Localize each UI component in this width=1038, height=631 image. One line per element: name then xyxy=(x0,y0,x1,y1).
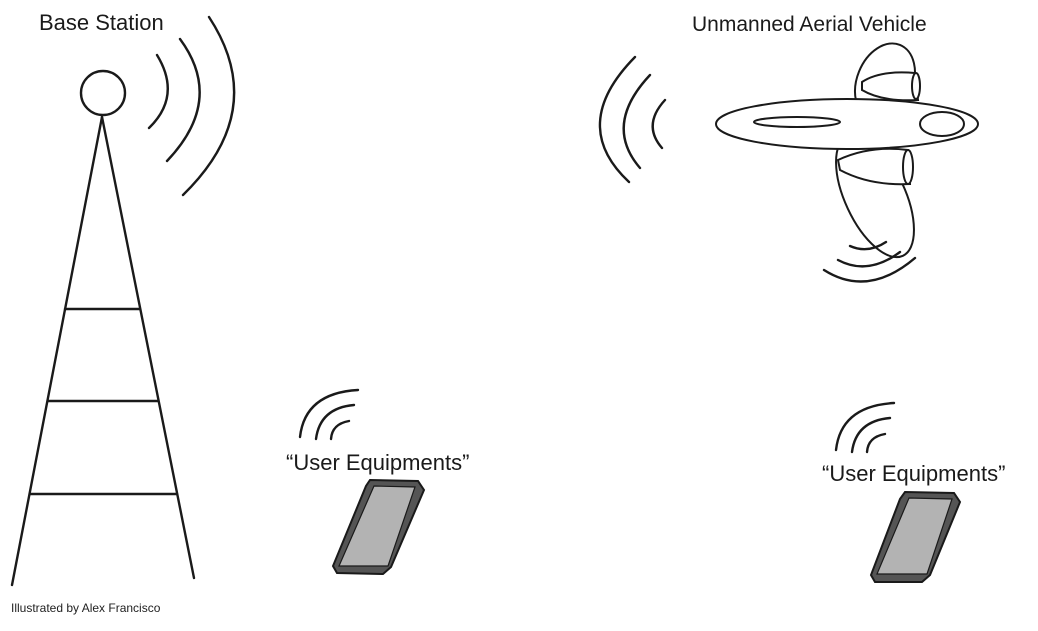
signal-arc xyxy=(329,419,351,441)
user-equipment-label: “User Equipments” xyxy=(286,450,470,475)
signal-arc xyxy=(651,98,667,150)
uav-fuselage xyxy=(715,98,979,150)
base-station-label: Base Station xyxy=(39,10,164,35)
signal-waves-icon xyxy=(298,388,360,441)
signal-arc xyxy=(865,432,887,454)
phone-screen xyxy=(338,485,416,567)
uav-engine-upper xyxy=(861,71,920,102)
signal-arc xyxy=(622,73,652,170)
uav-window xyxy=(753,116,841,128)
uav-engine-upper-intake xyxy=(911,72,921,100)
signal-arc xyxy=(836,250,902,268)
signal-arc xyxy=(147,53,169,130)
signal-waves-icon xyxy=(598,55,667,184)
tower-leg-right xyxy=(100,115,196,580)
signal-waves-icon xyxy=(834,401,896,454)
signal-arc xyxy=(850,416,892,454)
signal-arc xyxy=(822,256,917,283)
uav-engine-lower-intake xyxy=(902,149,914,185)
uav-nose xyxy=(919,111,965,137)
signal-waves-icon xyxy=(822,240,917,283)
base-station-tower-icon xyxy=(10,69,196,587)
signal-arc xyxy=(834,401,896,452)
user-equipment-label: “User Equipments” xyxy=(822,461,1006,486)
phone-icon xyxy=(869,490,962,583)
signal-arc xyxy=(598,55,637,184)
signal-arc xyxy=(314,403,356,441)
signal-waves-icon xyxy=(147,15,236,197)
phone-screen xyxy=(876,497,953,575)
signal-arc xyxy=(181,15,236,197)
signal-arc xyxy=(165,37,201,163)
tower-antenna-ball xyxy=(79,69,127,117)
signal-arc xyxy=(298,388,360,439)
signal-arc xyxy=(848,240,888,251)
uav-label: Unmanned Aerial Vehicle xyxy=(692,13,927,36)
phone-icon xyxy=(331,478,426,576)
illustration-credit: Illustrated by Alex Francisco xyxy=(11,601,161,615)
tower-leg-left xyxy=(10,115,104,587)
uav-icon xyxy=(715,42,979,259)
